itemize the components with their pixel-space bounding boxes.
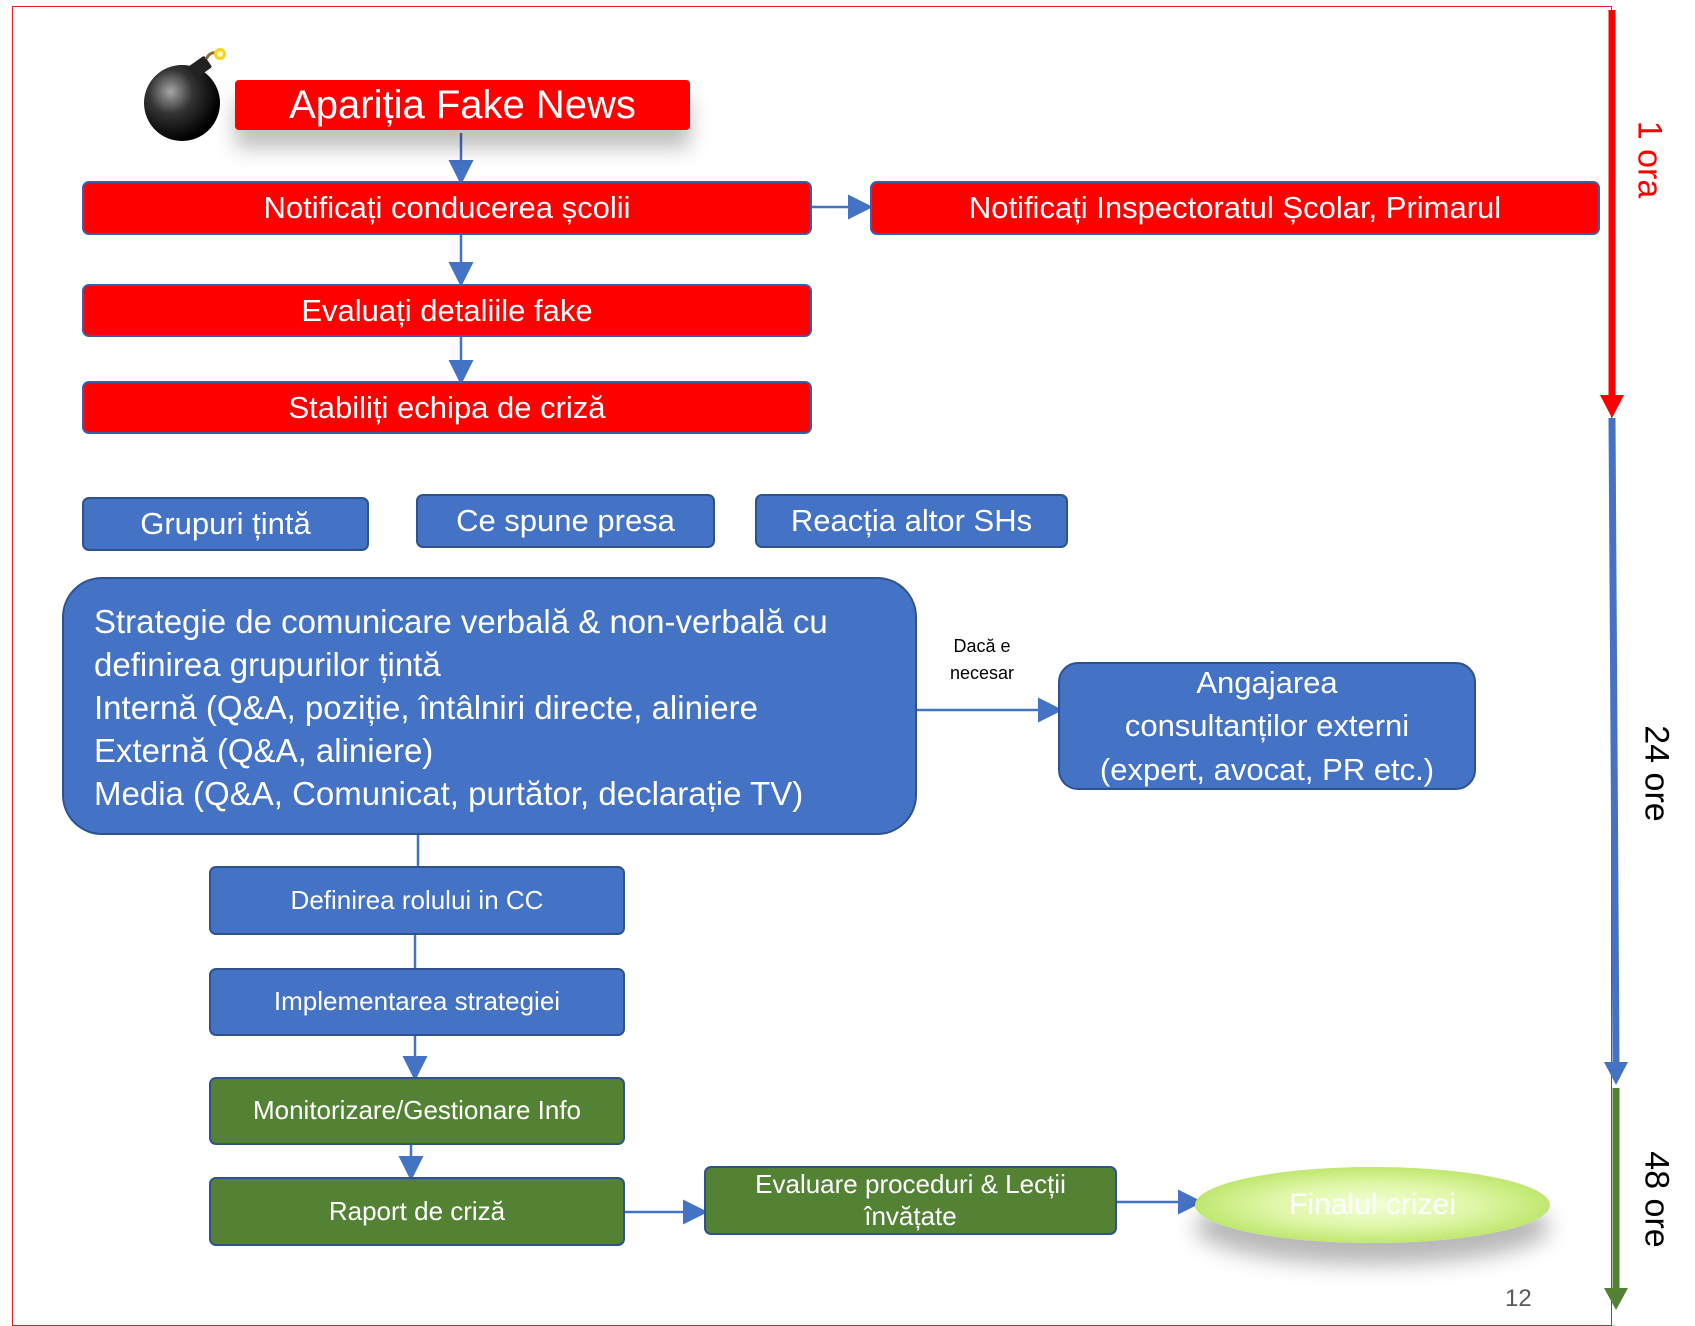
consultants-line-2: consultanților externi <box>1124 708 1410 744</box>
step-monitor: Monitorizare/Gestionare Info <box>209 1077 625 1145</box>
step-consultants: Angajarea consultanților externi (expert… <box>1058 662 1476 790</box>
if-needed-line-2: necesar <box>950 663 1015 683</box>
title-box: Apariția Fake News <box>235 80 690 130</box>
if-needed-line-1: Dacă e <box>953 636 1011 656</box>
title-text: Apariția Fake News <box>289 82 636 127</box>
step-target-groups: Grupuri țintă <box>82 497 369 551</box>
timeline-label-1: 1 ora <box>1630 120 1669 199</box>
step-implement: Implementarea strategiei <box>209 968 625 1036</box>
timeline-label-2: 24 ore <box>1637 725 1676 822</box>
step-sh-reaction: Reacția altor SHs <box>755 494 1068 548</box>
strategy-line-4: Externă (Q&A, aliniere) <box>94 731 434 769</box>
strategy-line-2: definirea grupurilor țintă <box>94 645 441 683</box>
page-number: 12 <box>1505 1285 1532 1312</box>
step-crisis-team: Stabiliți echipa de criză <box>82 381 812 434</box>
strategy-line-3: Internă (Q&A, poziție, întâlniri directe… <box>94 688 758 726</box>
strategy-line-5: Media (Q&A, Comunicat, purtător, declara… <box>94 774 804 812</box>
consultants-line-1: Angajarea <box>1196 664 1338 700</box>
if-needed-note: Dacă e necesar <box>950 633 1014 687</box>
timeline-green-head <box>1604 1288 1628 1310</box>
step-end: Finalul crizei <box>1195 1167 1550 1243</box>
step-roles: Definirea rolului in CC <box>209 866 625 935</box>
strategy-box: Strategie de comunicare verbală & non-ve… <box>62 577 917 835</box>
step-report: Raport de criză <box>209 1177 625 1246</box>
timeline-red-head <box>1600 395 1624 418</box>
timeline-blue-head <box>1604 1062 1628 1085</box>
step-notify-school: Notificați conducerea școlii <box>82 181 812 235</box>
timeline-label-3: 48 ore <box>1637 1151 1676 1248</box>
step-lessons: Evaluare proceduri & Lecții învățate <box>704 1166 1117 1235</box>
step-evaluate: Evaluați detaliile fake <box>82 284 812 337</box>
strategy-line-1: Strategie de comunicare verbală & non-ve… <box>94 603 828 640</box>
consultants-line-3: (expert, avocat, PR etc.) <box>1099 751 1435 787</box>
end-label: Finalul crizei <box>1289 1188 1456 1221</box>
step-press: Ce spune presa <box>416 494 715 548</box>
step-notify-inspectorate: Notificați Inspectoratul Școlar, Primaru… <box>870 181 1600 235</box>
timeline-blue <box>1608 417 1620 1065</box>
bomb-icon <box>144 48 226 141</box>
